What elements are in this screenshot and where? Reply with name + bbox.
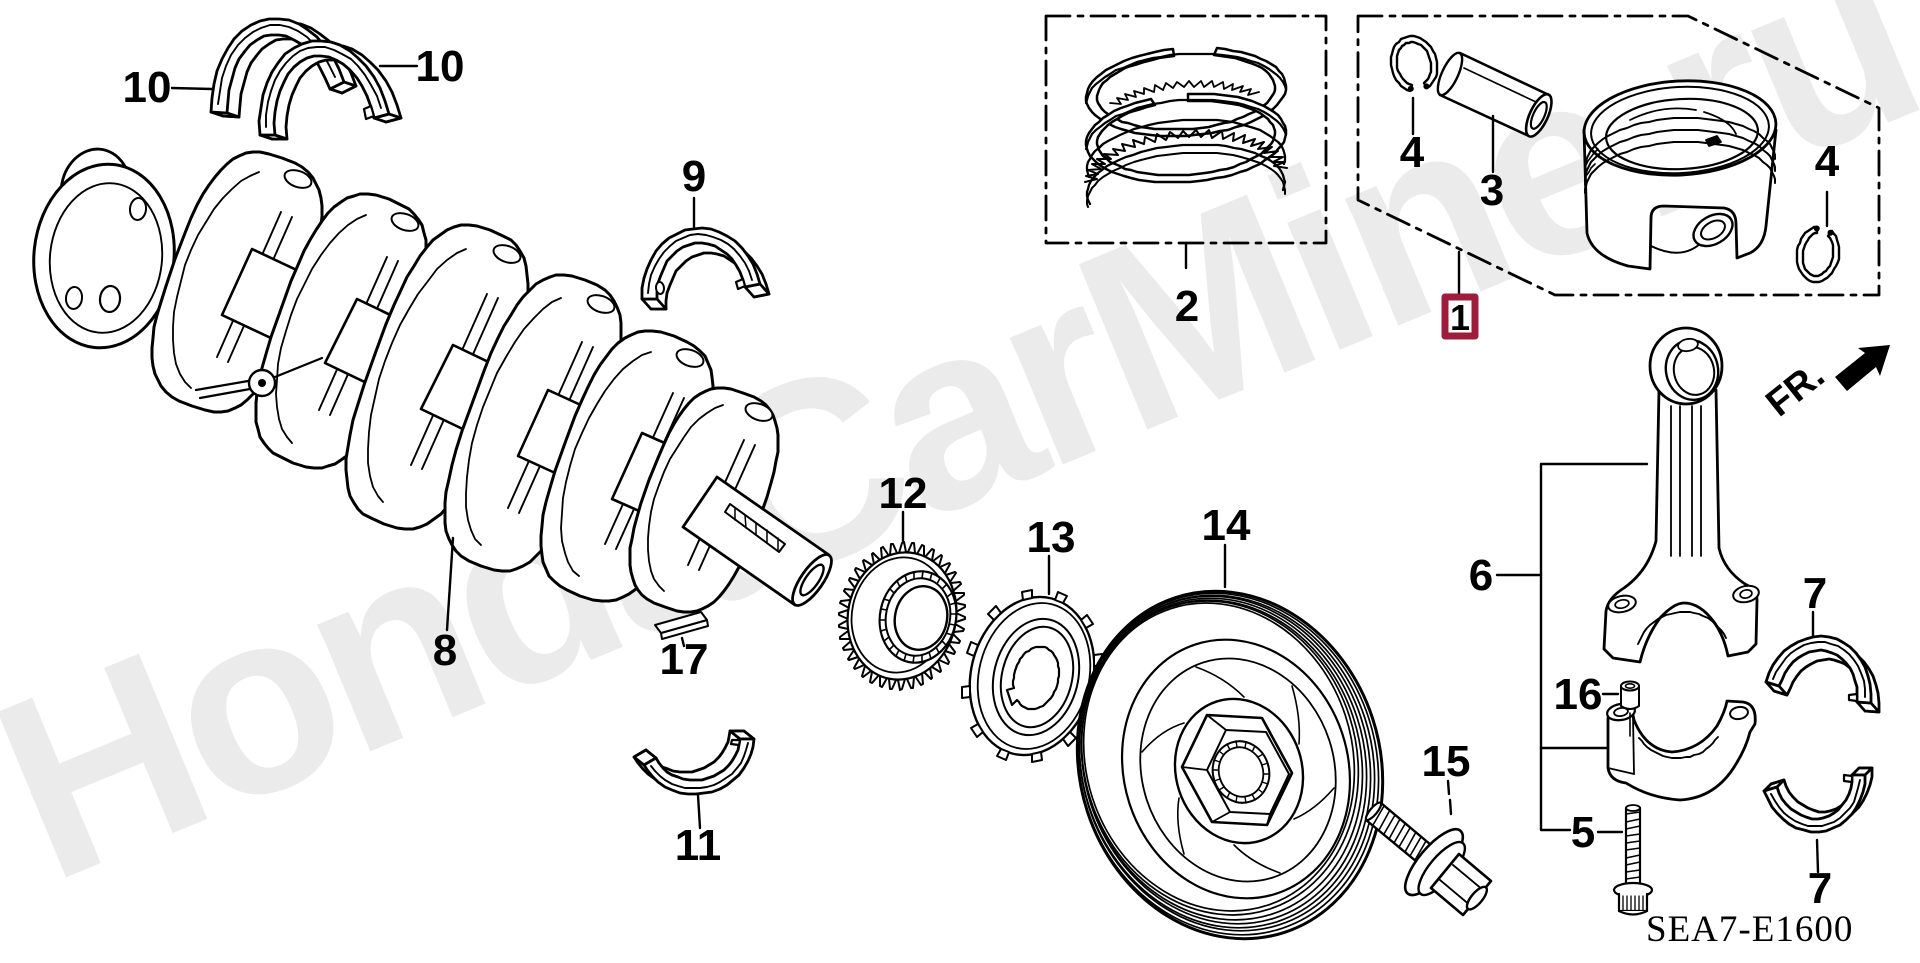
connecting-rod	[1602, 326, 1760, 664]
rod-bearing-lower	[1762, 766, 1874, 834]
woodruff-key	[654, 611, 709, 640]
piston	[1582, 79, 1778, 271]
callout-main-bearing-center: 9	[682, 152, 706, 201]
crankshaft-pulley	[1075, 589, 1385, 941]
dowel-pin	[1620, 680, 1640, 737]
highlighted-callout-piston-kit: 1	[1441, 293, 1479, 340]
snap-ring-right	[1795, 225, 1841, 284]
pulley-bolt	[1364, 801, 1493, 917]
callout-pulse-plate: 13	[1027, 513, 1076, 562]
rod-bearing-upper	[1764, 634, 1881, 714]
callout-connecting-rod: 6	[1469, 551, 1493, 600]
callouts: 10 10 9 2 4 3 4 8 17 12 11 13 14 15 6 16 5 7 7 1	[123, 42, 1840, 913]
callout-main-bearing-upper-left: 10	[123, 63, 172, 112]
callout-pulley-bolt: 15	[1422, 737, 1471, 786]
callout-snap-ring-right: 4	[1815, 137, 1840, 186]
crankshaft	[32, 147, 833, 614]
piston-kit-box	[1356, 14, 1881, 297]
main-bearing-center	[640, 226, 771, 311]
main-bearing-upper-right	[257, 39, 403, 141]
callout-snap-ring-left: 4	[1400, 128, 1425, 177]
callout-timing-gear: 12	[879, 469, 928, 518]
callout-main-bearing-upper-right: 10	[416, 42, 465, 91]
callout-woodruff-key: 17	[660, 635, 709, 684]
callout-crankshaft: 8	[433, 626, 457, 675]
callout-crankshaft-pulley: 14	[1202, 501, 1251, 550]
snap-ring-left	[1389, 34, 1439, 93]
bracket-rod-group	[1539, 462, 1649, 832]
callout-piston-ring-set: 2	[1175, 282, 1199, 331]
fr-arrow-icon	[1835, 345, 1890, 391]
callout-rod-bearing-upper: 7	[1803, 569, 1827, 618]
callout-main-bearing-lower: 11	[675, 821, 722, 870]
diagram-code: SEA7-E1600	[1646, 909, 1853, 950]
timing-gear	[838, 541, 966, 691]
rod-bolt	[1612, 804, 1654, 916]
callout-piston-pin: 3	[1480, 166, 1504, 215]
callout-dowel-pin: 16	[1554, 670, 1603, 719]
callout-rod-bearing-lower: 7	[1808, 864, 1832, 913]
piston-ring-set	[1084, 46, 1288, 208]
main-bearing-lower	[632, 729, 756, 796]
callout-rod-bolt: 5	[1571, 808, 1595, 857]
callout-piston-kit: 1	[1450, 297, 1470, 338]
piston-pin	[1436, 51, 1553, 138]
